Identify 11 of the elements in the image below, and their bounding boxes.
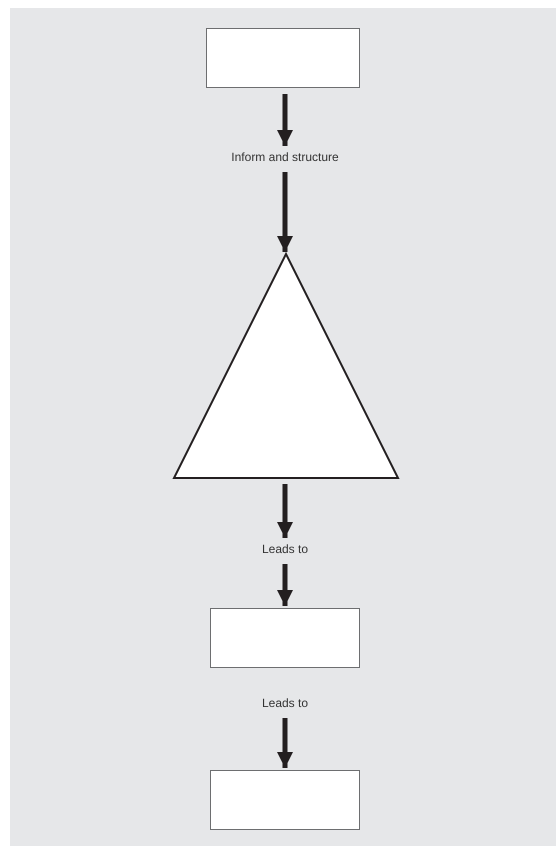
arrow-label: Inform and structure [231, 150, 339, 164]
arrow [277, 718, 293, 768]
empty-box [210, 770, 360, 830]
arrow-label: Leads to [262, 542, 308, 556]
empty-box [206, 28, 360, 88]
arrow [277, 172, 293, 252]
arrow-label: Leads to [262, 696, 308, 710]
empty-box [210, 608, 360, 668]
arrow [277, 564, 293, 606]
arrow [277, 94, 293, 146]
arrow [277, 484, 293, 538]
